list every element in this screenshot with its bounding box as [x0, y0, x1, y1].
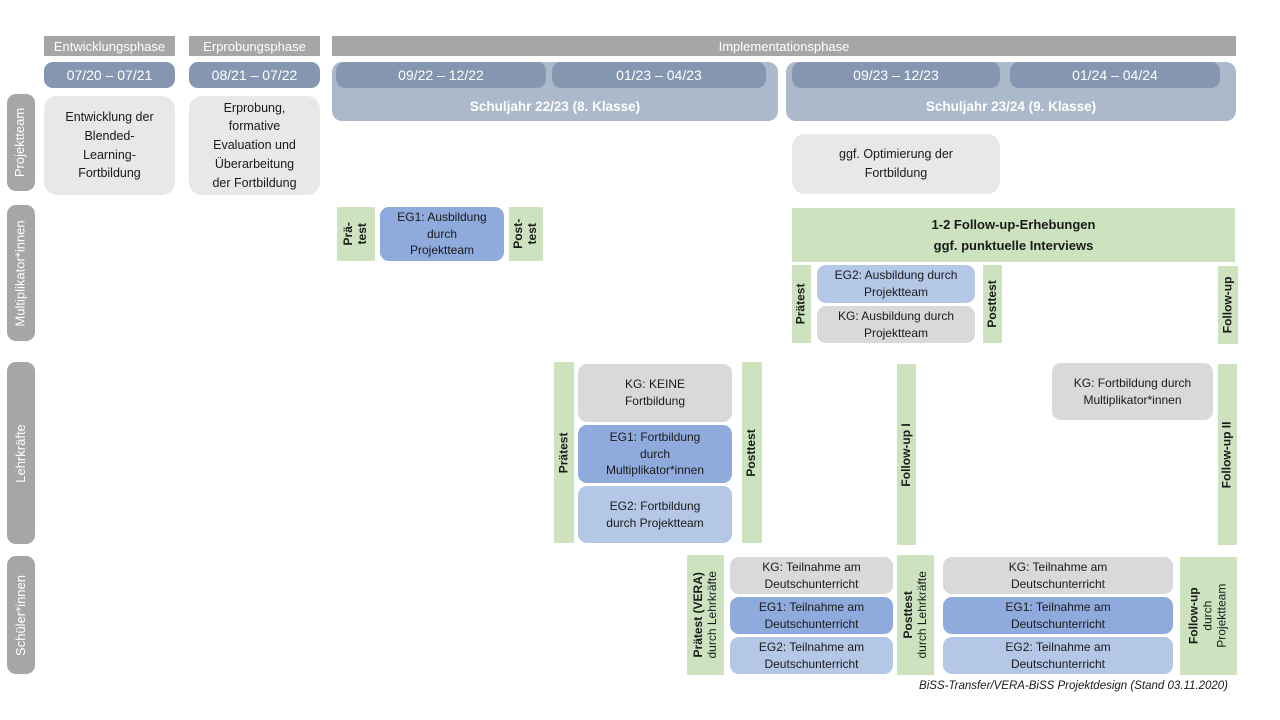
box-kg-fortbildung-multiplikatoren: KG: Fortbildung durch Multiplikator*inne…	[1052, 363, 1213, 420]
praetest-vera-line2: durch Lehrkräfte	[704, 571, 719, 659]
box-kg-teilnahme-1: KG: Teilnahme am Deutschunterricht	[730, 557, 893, 594]
date-range-0821-0722: 08/21 – 07/22	[189, 62, 320, 88]
date-range-0922-1222: 09/22 – 12/22	[336, 62, 546, 88]
box-eg2-fortbildung-projektteam: EG2: Fortbildung durch Projektteam	[578, 486, 732, 543]
bar-schueler-posttest: Posttest durch Lehrkräfte	[897, 555, 934, 675]
lehrkraefte-posttest-text: Posttest	[744, 428, 759, 477]
row-label-lehrkraefte: Lehrkräfte	[7, 362, 35, 544]
lehrkraefte-praetest-text: Prätest	[556, 432, 571, 473]
schoolyear-container-23-24: 09/23 – 12/23 01/24 – 04/24 Schuljahr 23…	[786, 62, 1236, 121]
date-range-0123-0423: 01/23 – 04/23	[552, 62, 766, 88]
row-label-projektteam-text: Projektteam	[12, 107, 28, 178]
box-kg-teilnahme-2: KG: Teilnahme am Deutschunterricht	[943, 557, 1173, 594]
box-eg1-fortbildung-multiplikatoren: EG1: Fortbildung durch Multiplikator*inn…	[578, 425, 732, 483]
row-label-multiplikatorinnen: Multiplikator*innen	[7, 205, 35, 341]
schoolyear-label-22-23: Schuljahr 22/23 (8. Klasse)	[469, 99, 641, 114]
box-eg2-ausbildung-projektteam: EG2: Ausbildung durch Projektteam	[817, 265, 975, 303]
multiplikator-followup-text: Follow-up	[1220, 276, 1235, 334]
box-eg1-teilnahme-2: EG1: Teilnahme am Deutschunterricht	[943, 597, 1173, 634]
schueler-posttest-line2: durch Lehrkräfte	[914, 571, 929, 659]
box-followup-erhebungen-header: 1-2 Follow-up-Erhebungen ggf. punktuelle…	[792, 208, 1235, 262]
followup1-text: Follow-up I	[898, 422, 913, 487]
bar-multiplikator-praetest: Prä- test	[337, 207, 375, 261]
bar-multiplikator-followup: Follow-up	[1218, 266, 1238, 344]
bar-multiplikator-praetest2: Prätest	[792, 265, 811, 343]
footer-caption: BiSS-Transfer/VERA-BiSS Projektdesign (S…	[919, 680, 1228, 692]
posttest-line1: Post-	[511, 219, 526, 249]
row-label-projektteam: Projektteam	[7, 94, 35, 191]
row-label-schuelerinnen: Schüler*innen	[7, 556, 35, 674]
date-range-0720-0721: 07/20 – 07/21	[44, 62, 175, 88]
date-range-0923-1223: 09/23 – 12/23	[792, 62, 1000, 88]
praetest-line2: test	[355, 223, 369, 245]
schueler-posttest-line1: Posttest	[900, 591, 915, 639]
bar-multiplikator-posttest2: Posttest	[983, 265, 1002, 343]
row-label-multiplikatorinnen-text: Multiplikator*innen	[12, 219, 28, 327]
bar-schueler-followup-projektteam: Follow-up durch Projektteam	[1180, 557, 1237, 675]
date-range-0124-0424: 01/24 – 04/24	[1010, 62, 1220, 88]
phase-header-erprobungsphase: Erprobungsphase	[189, 36, 320, 56]
box-eg2-teilnahme-2: EG2: Teilnahme am Deutschunterricht	[943, 637, 1173, 674]
box-entwicklung-fortbildung: Entwicklung der Blended- Learning- Fortb…	[44, 96, 175, 195]
posttest-line2: test	[525, 223, 539, 245]
schoolyear-container-22-23: 09/22 – 12/22 01/23 – 04/23 Schuljahr 22…	[332, 62, 778, 121]
row-label-lehrkraefte-text: Lehrkräfte	[12, 423, 28, 483]
followup2-text: Follow-up II	[1219, 421, 1234, 488]
phase-header-entwicklungsphase: Entwicklungsphase	[44, 36, 175, 56]
praetest-vera-line1: Prätest (VERA)	[690, 572, 705, 658]
posttest2-text: Posttest	[984, 280, 999, 328]
box-eg1-ausbildung-projektteam: EG1: Ausbildung durch Projektteam	[380, 207, 504, 261]
bar-multiplikator-posttest: Post- test	[509, 207, 543, 261]
bar-lehrkraefte-followup1: Follow-up I	[897, 364, 916, 545]
box-kg-ausbildung-projektteam: KG: Ausbildung durch Projektteam	[817, 306, 975, 343]
bar-lehrkraefte-posttest: Posttest	[742, 362, 762, 543]
praetest2-text: Prätest	[793, 283, 808, 325]
box-eg1-teilnahme-1: EG1: Teilnahme am Deutschunterricht	[730, 597, 893, 634]
box-kg-keine-fortbildung: KG: KEINE Fortbildung	[578, 364, 732, 422]
row-label-schuelerinnen-text: Schüler*innen	[12, 574, 28, 656]
box-optimierung-fortbildung: ggf. Optimierung der Fortbildung	[792, 134, 1000, 194]
schueler-followup-line3: Projektteam	[1214, 583, 1229, 649]
phase-header-implementationsphase: Implementationsphase	[332, 36, 1236, 56]
box-eg2-teilnahme-1: EG2: Teilnahme am Deutschunterricht	[730, 637, 893, 674]
box-erprobung-evaluation: Erprobung, formative Evaluation und Über…	[189, 96, 320, 195]
schoolyear-label-23-24: Schuljahr 23/24 (9. Klasse)	[925, 99, 1097, 114]
bar-schueler-praetest-vera: Prätest (VERA) durch Lehrkräfte	[687, 555, 724, 675]
bar-lehrkraefte-followup2: Follow-up II	[1218, 364, 1237, 545]
bar-lehrkraefte-praetest: Prätest	[554, 362, 574, 543]
